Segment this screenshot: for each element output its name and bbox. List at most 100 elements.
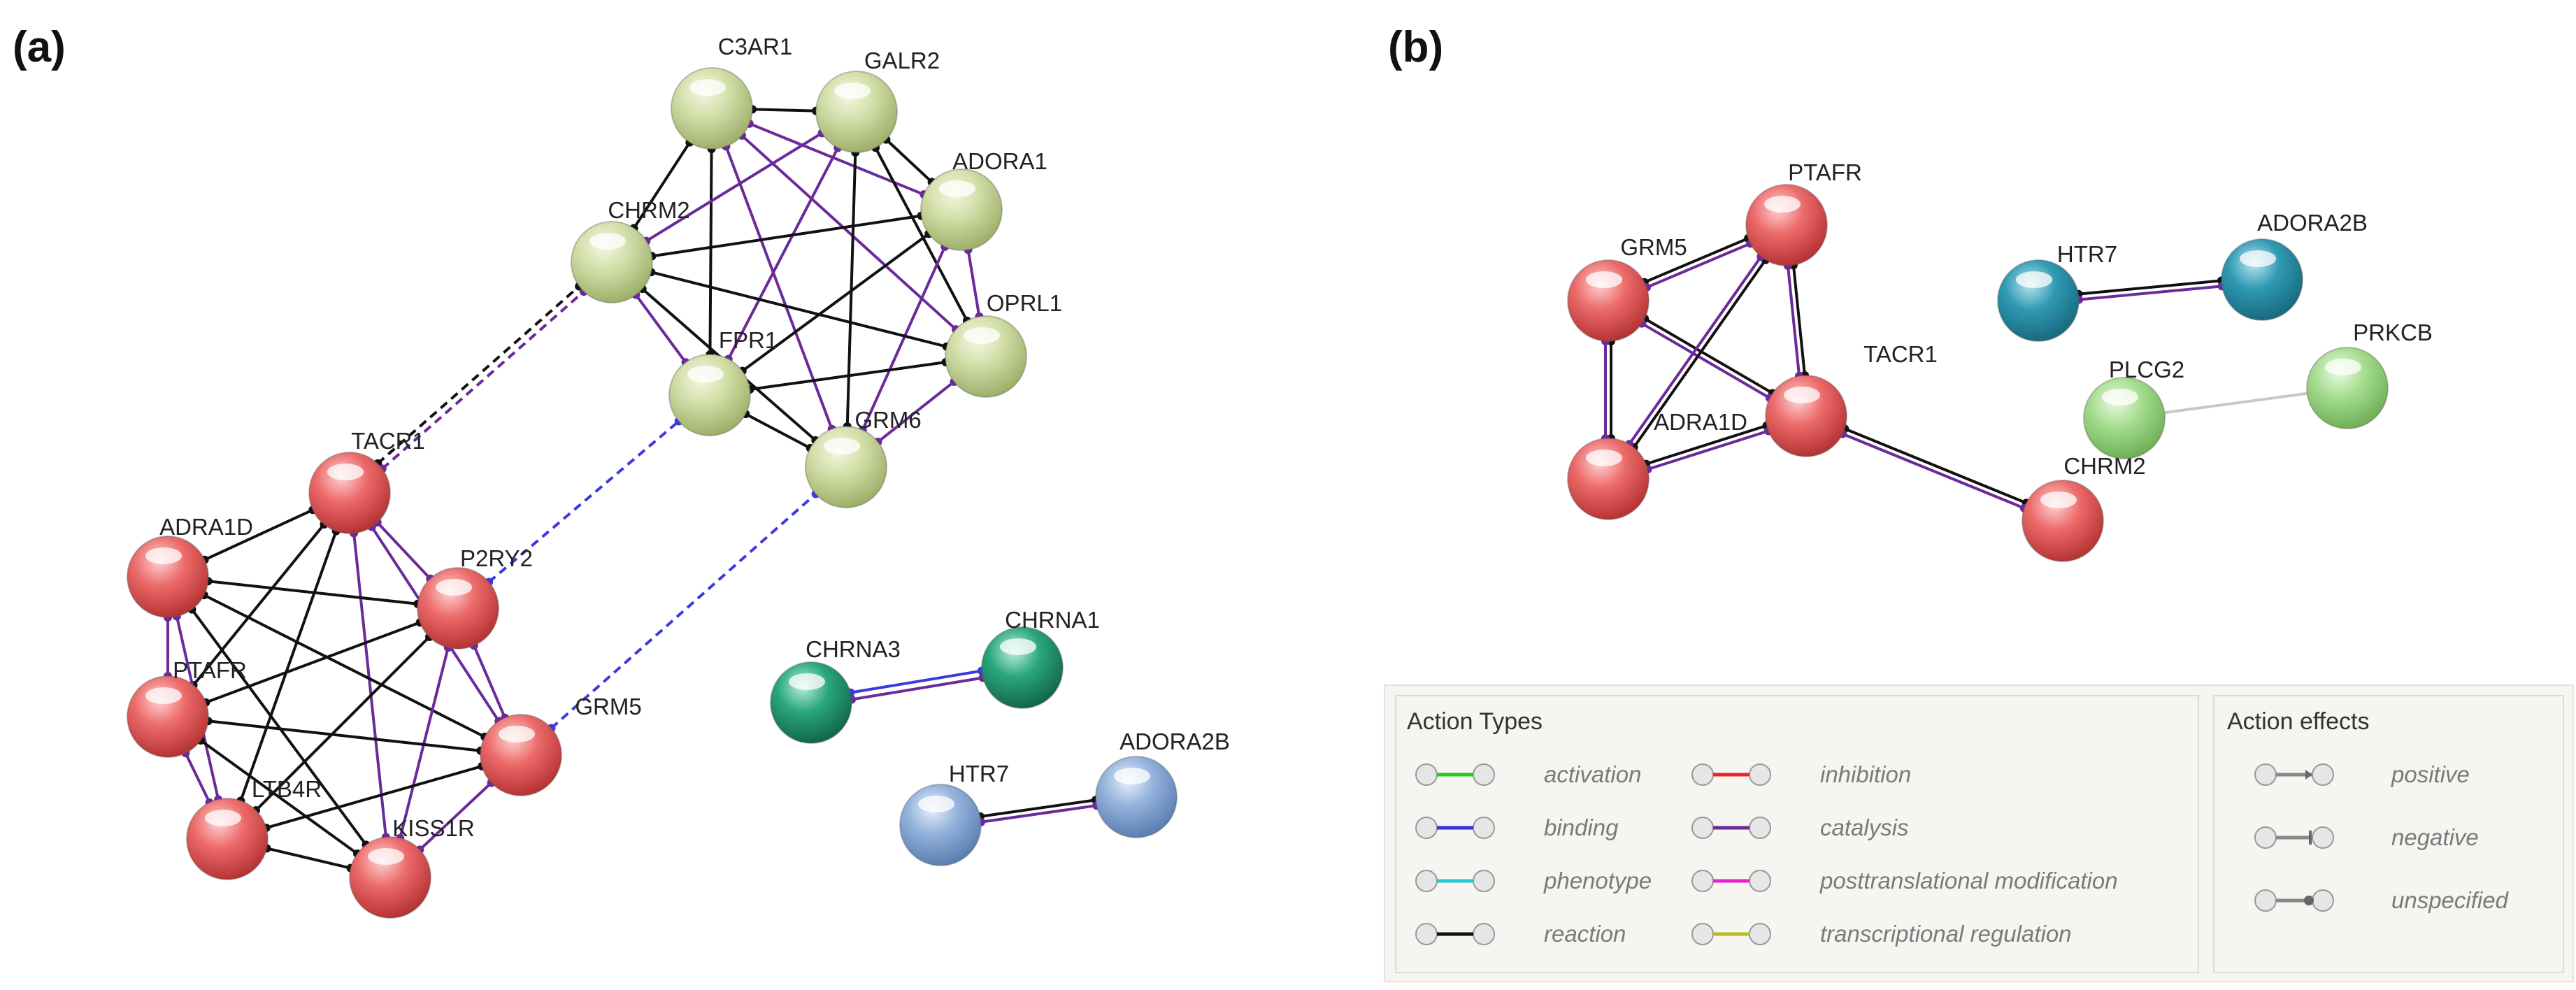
edge — [752, 108, 817, 113]
node-label: GALR2 — [864, 48, 940, 73]
edge — [1844, 427, 2027, 505]
action-type-inhibition: inhibition — [1691, 761, 1911, 787]
node-label: ADRA1D — [159, 514, 253, 540]
edge — [980, 804, 1097, 824]
node-prkcb[interactable]: PRKCB — [2306, 320, 2433, 429]
legend-ball — [1749, 923, 1771, 945]
node-label: C3AR1 — [718, 34, 792, 59]
action-type-activation: activation — [1415, 761, 1641, 787]
legend-ball — [1691, 870, 1714, 892]
node-label: FPR1 — [719, 327, 778, 353]
node-label: PLCG2 — [2109, 357, 2184, 382]
action-type-label: phenotype — [1543, 868, 1652, 894]
legend-ball — [1691, 923, 1714, 945]
edge — [850, 669, 982, 694]
legend-ball — [1415, 817, 1438, 839]
edge — [376, 521, 431, 580]
node-galr2[interactable]: GALR2 — [815, 48, 940, 153]
node-ltb4r[interactable]: LTB4R — [186, 776, 322, 880]
edge — [418, 782, 493, 851]
edge — [885, 138, 933, 183]
node-highlight — [918, 796, 954, 812]
node-highlight — [2016, 271, 2052, 288]
edge — [645, 131, 823, 243]
edge — [352, 533, 387, 838]
node-grm6[interactable]: GRM6 — [805, 407, 922, 508]
panel-label-b: (b) — [1388, 23, 1443, 71]
node-adra1d[interactable]: ADRA1D — [127, 514, 253, 618]
node-label: PTAFR — [173, 657, 247, 683]
action-type-phenotype: phenotype — [1415, 868, 1652, 894]
node-kiss1r[interactable]: KISS1R — [349, 815, 475, 919]
edge — [199, 739, 359, 855]
node-highlight — [964, 327, 1000, 344]
edge — [2078, 285, 2222, 301]
node-tacr1[interactable]: TACR1 — [1765, 341, 1938, 457]
action-type-label: binding — [1544, 815, 1619, 840]
node-ptafr[interactable]: PTAFR — [1745, 159, 1862, 266]
node-label: PRKCB — [2353, 320, 2433, 345]
node-label: CHRNA1 — [1005, 607, 1100, 633]
edge — [192, 523, 325, 687]
node-grm5[interactable]: GRM5 — [1567, 234, 1687, 342]
node-c3ar1[interactable]: C3AR1 — [671, 34, 792, 150]
node-htr7[interactable]: HTR7 — [1997, 241, 2117, 342]
node-highlight — [2240, 250, 2276, 267]
action-type-transcriptional-regulation: transcriptional regulation — [1691, 921, 2072, 947]
node-chrna1[interactable]: CHRNA1 — [981, 607, 1100, 709]
node-label: ADORA2B — [2257, 210, 2368, 236]
node-adra1d[interactable]: ADRA1D — [1567, 409, 1747, 520]
legend-ball — [1691, 763, 1714, 786]
edges-b — [1601, 234, 2307, 512]
node-label: CHRM2 — [608, 197, 689, 223]
legend-ball — [1473, 923, 1495, 945]
action-type-catalysis: catalysis — [1691, 815, 1909, 840]
edge — [2078, 279, 2222, 296]
edge — [745, 412, 811, 450]
edge — [1644, 237, 1749, 284]
edge — [1628, 256, 1763, 445]
legend-ball — [2312, 826, 2334, 849]
edge — [861, 246, 947, 431]
action-type-posttranslational-modification: posttranslational modification — [1691, 868, 2118, 894]
node-highlight — [145, 687, 182, 704]
node-htr7[interactable]: HTR7 — [899, 761, 1009, 866]
action-effect-label: unspecified — [2391, 887, 2510, 913]
node-highlight — [1764, 196, 1801, 213]
node-label: CHRNA3 — [806, 636, 901, 662]
node-plcg2[interactable]: PLCG2 — [2083, 357, 2184, 459]
action-type-label: posttranslational modification — [1819, 868, 2118, 894]
node-label: ADORA2B — [1119, 729, 1230, 754]
legend-arrow — [2305, 770, 2312, 780]
node-grm5[interactable]: GRM5 — [480, 694, 642, 796]
node-adora2b[interactable]: ADORA2B — [1095, 729, 1230, 838]
node-adora1[interactable]: ADORA1 — [920, 148, 1047, 251]
node-label: KISS1R — [392, 815, 474, 841]
node-label: ADRA1D — [1654, 409, 1747, 435]
edge — [2164, 392, 2307, 415]
edge — [741, 232, 930, 373]
node-highlight — [1784, 387, 1820, 403]
node-chrna3[interactable]: CHRNA3 — [770, 636, 901, 744]
legend-ball — [1415, 763, 1438, 786]
node-label: GRM5 — [1620, 234, 1687, 260]
node-chrm2[interactable]: CHRM2 — [2022, 453, 2146, 562]
node-highlight — [824, 438, 860, 454]
legend: Action Types Action effects activationbi… — [1384, 684, 2574, 982]
edge — [255, 636, 431, 812]
node-highlight — [689, 79, 726, 96]
edge — [740, 134, 957, 331]
node-p2ry2[interactable]: P2RY2 — [417, 545, 533, 650]
node-label: TACR1 — [1863, 341, 1938, 367]
node-tacr1[interactable]: TACR1 — [308, 428, 425, 534]
node-label: ADORA1 — [952, 148, 1047, 174]
node-fpr1[interactable]: FPR1 — [668, 327, 778, 436]
node-adora2b[interactable]: ADORA2B — [2221, 210, 2368, 321]
action-type-reaction: reaction — [1415, 921, 1626, 947]
node-ptafr[interactable]: PTAFR — [127, 657, 247, 758]
node-chrm2[interactable]: CHRM2 — [571, 197, 690, 303]
edge — [1791, 265, 1807, 376]
node-oprl1[interactable]: OPRL1 — [945, 290, 1062, 398]
legend-ball — [1473, 763, 1495, 786]
